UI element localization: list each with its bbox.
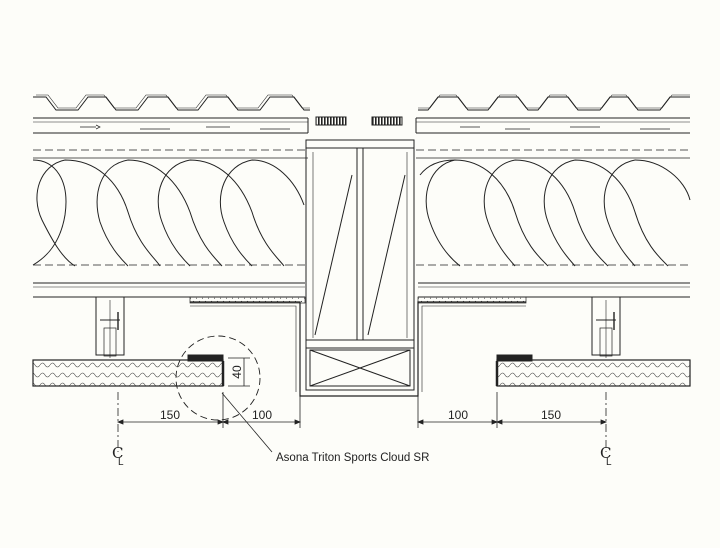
- hanger-left: [95, 296, 125, 358]
- insulation-quilt-right: [416, 159, 691, 267]
- centerline-right-mark: C: [600, 444, 611, 462]
- steel-beam: [305, 139, 415, 391]
- centerline-left-mark: C: [112, 444, 123, 462]
- roof-profile-sheeting: [33, 94, 690, 111]
- callout-leader: [221, 392, 273, 453]
- detail-callout-circle: [175, 335, 261, 421]
- deck-layers: [33, 117, 690, 159]
- dim-right-gap: 100: [448, 408, 468, 422]
- timber-bearer: [309, 349, 411, 387]
- dim-left-offset: 150: [160, 408, 180, 422]
- vent-strips: [315, 116, 403, 126]
- dim-left-gap: 100: [252, 408, 272, 422]
- ceiling-panel-right: [495, 354, 691, 387]
- dimension-lines: [116, 357, 608, 452]
- insulation-quilt-left: [32, 159, 308, 267]
- centerline-right-sub: L: [606, 457, 612, 468]
- product-label: Asona Triton Sports Cloud SR: [276, 452, 429, 464]
- hanger-right: [591, 296, 621, 358]
- dim-panel-thickness: 40: [230, 365, 244, 379]
- ceiling-panel-left: [32, 354, 225, 387]
- boxing-left: [190, 301, 526, 397]
- dim-right-offset: 150: [541, 408, 561, 422]
- centerline-left-sub: L: [118, 457, 124, 468]
- liner-deck: [33, 282, 690, 304]
